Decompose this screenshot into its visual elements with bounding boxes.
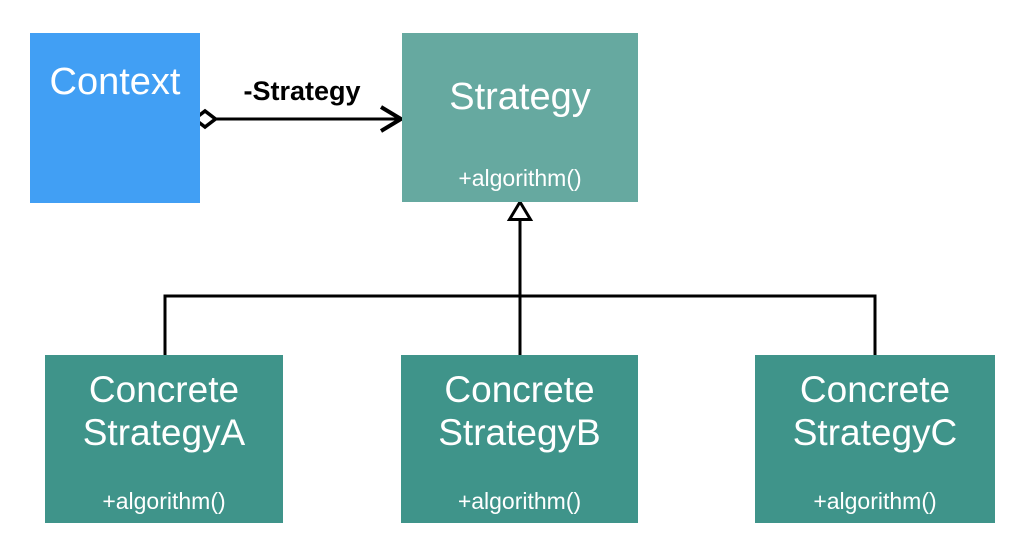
class-concrete-strategy-b: Concrete StrategyB +algorithm() xyxy=(401,355,638,523)
class-concrete-strategy-b-name: Concrete StrategyB xyxy=(438,369,601,453)
class-concrete-strategy-a-method: +algorithm() xyxy=(102,488,226,514)
inheritance-lines xyxy=(163,219,877,355)
class-context: Context xyxy=(30,33,200,203)
class-strategy-name: Strategy xyxy=(449,76,591,118)
class-concrete-strategy-a-name: Concrete StrategyA xyxy=(82,369,246,453)
arrowhead-icon xyxy=(379,105,405,133)
class-strategy: Strategy +algorithm() xyxy=(402,33,638,202)
class-concrete-strategy-c-method: +algorithm() xyxy=(813,488,937,514)
class-context-name: Context xyxy=(49,61,181,103)
inheritance-triangle-icon xyxy=(506,199,534,221)
class-concrete-strategy-b-method: +algorithm() xyxy=(457,488,582,514)
aggregation-label: -Strategy xyxy=(243,76,361,106)
class-concrete-strategy-c-name: Concrete StrategyC xyxy=(792,369,958,453)
class-concrete-strategy-c: Concrete StrategyC +algorithm() xyxy=(755,355,995,523)
class-concrete-strategy-a: Concrete StrategyA +algorithm() xyxy=(45,355,283,523)
class-strategy-method: +algorithm() xyxy=(458,165,582,191)
